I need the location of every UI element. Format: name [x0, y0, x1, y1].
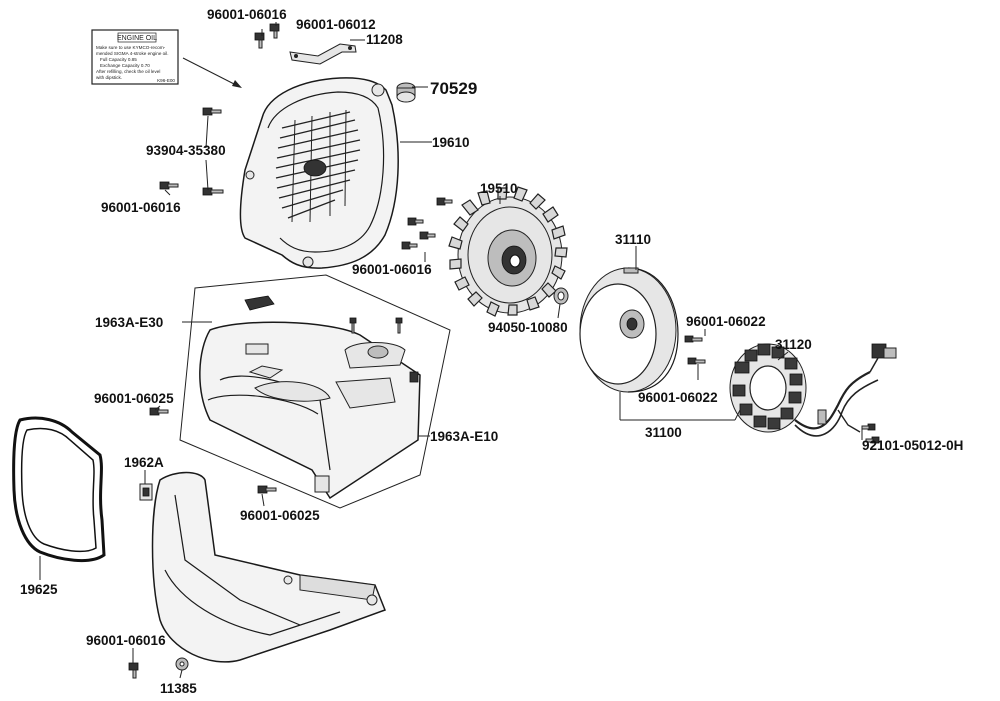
shroud-lower — [151, 471, 386, 663]
bolt-icon — [254, 32, 265, 49]
screw-icon — [684, 335, 703, 343]
engine-oil-sticker: ENGINE OIL Make sure to use KYMCO-recom-… — [91, 29, 179, 85]
part-number-96001-06016: 96001-06016 — [86, 633, 166, 648]
part-number-93904-35380: 93904-35380 — [146, 143, 226, 158]
bolt-icon — [149, 407, 169, 416]
clamp-11385 — [175, 657, 189, 671]
screw-icon — [395, 317, 403, 334]
sticker-line: with dipstick. — [96, 75, 122, 80]
bolt-icon — [407, 217, 424, 226]
part-number-92101-05012-0H: 92101-05012-0H — [862, 438, 963, 453]
sticker-line: Exchange Capacity 0.70 — [100, 63, 150, 68]
bolt-icon — [202, 107, 222, 116]
bolt-icon — [128, 662, 139, 679]
part-number-1963A-E10: 1963A-E10 — [430, 429, 498, 444]
sticker-code: K96-E00 — [157, 78, 175, 83]
sticker-line: Full Capacity 0.85 — [100, 57, 137, 62]
part-number-11208: 11208 — [366, 32, 403, 47]
bolt-icon — [865, 436, 880, 444]
assembly-boundary — [179, 274, 451, 509]
part-number-96001-06016: 96001-06016 — [352, 262, 432, 277]
sticker-arrow-head — [232, 80, 242, 88]
part-number-19625: 19625 — [20, 582, 58, 597]
part-number-19610: 19610 — [432, 135, 470, 150]
part-number-96001-06012: 96001-06012 — [296, 17, 376, 32]
bracket-11208 — [289, 43, 357, 65]
flywheel-fan — [448, 186, 568, 317]
stator — [729, 343, 897, 437]
shroud-upper — [199, 321, 421, 500]
part-number-96001-06025: 96001-06025 — [94, 391, 174, 406]
sticker-line: mended SIGMA 4-stroke engine oil. — [96, 51, 169, 56]
bolt-icon — [436, 197, 453, 206]
bolt-icon — [401, 241, 418, 250]
oil-filler-cap — [396, 82, 416, 103]
sticker-arrow — [182, 57, 239, 87]
bolt-icon — [257, 485, 277, 494]
part-number-1963A-E30: 1963A-E30 — [95, 315, 163, 330]
part-number-11385: 11385 — [160, 681, 197, 696]
flywheel-rotor — [579, 267, 679, 393]
bolt-icon — [861, 423, 876, 431]
clip-1962A — [139, 483, 153, 501]
part-number-96001-06022: 96001-06022 — [686, 314, 766, 329]
bolt-icon — [202, 187, 224, 196]
part-number-19510: 19510 — [480, 181, 518, 196]
sticker-line: After refilling, check the oil level — [96, 69, 160, 74]
part-number-70529: 70529 — [430, 79, 477, 98]
fan-cover — [239, 77, 399, 269]
clip-part — [244, 295, 275, 311]
gasket — [12, 416, 106, 562]
screw-icon — [687, 357, 706, 365]
part-number-31100: 31100 — [645, 425, 682, 440]
flywheel-nut — [553, 287, 569, 305]
part-number-31110: 31110 — [615, 232, 651, 247]
part-number-96001-06016: 96001-06016 — [207, 7, 287, 22]
part-number-94050-10080: 94050-10080 — [488, 320, 568, 335]
bolt-icon — [159, 181, 179, 190]
sticker-line: Make sure to use KYMCO-recom- — [96, 45, 166, 50]
screw-icon — [349, 317, 357, 334]
part-number-31120: 31120 — [775, 337, 812, 352]
part-number-96001-06025: 96001-06025 — [240, 508, 320, 523]
bolt-icon — [419, 231, 436, 240]
part-number-96001-06016: 96001-06016 — [101, 200, 181, 215]
bolt-icon — [269, 23, 280, 39]
part-number-1962A: 1962A — [124, 455, 164, 470]
sticker-title: ENGINE OIL — [117, 35, 157, 42]
part-number-96001-06022: 96001-06022 — [638, 390, 718, 405]
leader-lines — [39, 22, 863, 679]
